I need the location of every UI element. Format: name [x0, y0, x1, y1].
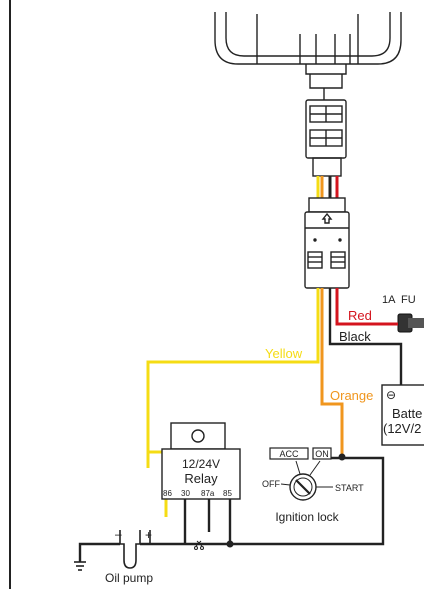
- gps-device-housing: [214, 12, 402, 100]
- orange-wire: [320, 288, 344, 456]
- ignition-circuit-wire: [230, 456, 385, 546]
- fuse-name-label: FU: [401, 294, 416, 306]
- black-wire: [328, 288, 403, 385]
- lower-connector: [304, 197, 350, 289]
- upper-connector: [305, 99, 347, 177]
- red-wire: [335, 288, 400, 326]
- ignition-junction-dot: [338, 453, 346, 461]
- red-wire-label: Red: [348, 308, 372, 323]
- ignition-off-label: OFF: [262, 479, 280, 489]
- connector-wires: [316, 176, 339, 198]
- relay-pin-wires: [183, 499, 232, 544]
- oil-pump-title: Oil pump: [105, 571, 153, 585]
- orange-wire-label: Orange: [330, 388, 373, 403]
- relay-pin-87a: 87a: [201, 489, 215, 498]
- oil-pump-plus-symbol: +: [145, 528, 152, 542]
- oil-pump-symbol: [119, 530, 151, 569]
- left-border-line: [9, 0, 11, 589]
- relay-pin-30: 30: [181, 489, 190, 498]
- ignition-lock: [269, 447, 333, 501]
- black-wire-label: Black: [339, 329, 371, 344]
- fuse-holder: [390, 313, 424, 333]
- relay-pin-86: 86: [163, 489, 172, 498]
- relay-title: Relay: [184, 471, 218, 486]
- relay-voltage-label: 12/24V: [182, 457, 220, 471]
- oil-pump-minus-symbol: –: [115, 527, 122, 541]
- fuse-rating-label: 1A: [382, 294, 396, 306]
- battery: [381, 384, 424, 446]
- battery-voltage-label: (12V/2: [383, 421, 421, 436]
- battery-label: Batte: [392, 406, 422, 421]
- oil-pump-circuit: [78, 542, 230, 562]
- scissors-icon: [194, 540, 204, 550]
- ground-symbol: [74, 561, 86, 571]
- battery-minus-symbol: ⊖: [386, 388, 396, 402]
- relay: [161, 422, 241, 500]
- ignition-acc-label: ACC: [279, 449, 299, 459]
- ignition-start-label: START: [335, 483, 364, 493]
- yellow-wire-label: Yellow: [265, 346, 303, 361]
- relay-pin-85: 85: [223, 489, 232, 498]
- ignition-on-label: ON: [315, 449, 329, 459]
- relay-junction-dot: [226, 540, 234, 548]
- ignition-lock-title: Ignition lock: [275, 510, 339, 524]
